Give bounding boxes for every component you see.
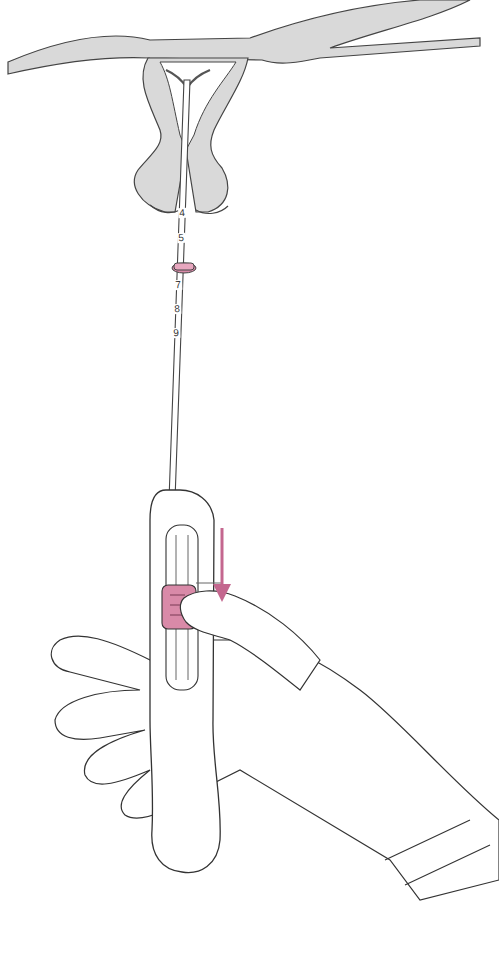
inserter-handle bbox=[150, 490, 220, 873]
glove-cuff bbox=[385, 820, 490, 885]
thumb bbox=[180, 591, 320, 690]
scale-number: 7 bbox=[174, 280, 182, 290]
flange bbox=[172, 263, 196, 273]
scale-number: 4 bbox=[178, 208, 186, 218]
direction-arrow bbox=[221, 528, 224, 588]
uterus bbox=[134, 58, 248, 212]
uterine-cavity bbox=[160, 62, 236, 150]
scale-number: 8 bbox=[173, 304, 181, 314]
scale-number: 5 bbox=[177, 233, 185, 243]
gloved-hand bbox=[51, 636, 499, 900]
direction-arrowhead bbox=[213, 584, 231, 602]
scale-number: 9 bbox=[172, 328, 180, 338]
vaginal-wall bbox=[150, 205, 228, 213]
slider-mark bbox=[196, 583, 222, 584]
flange bbox=[174, 263, 194, 270]
inserter-tube bbox=[169, 80, 190, 500]
